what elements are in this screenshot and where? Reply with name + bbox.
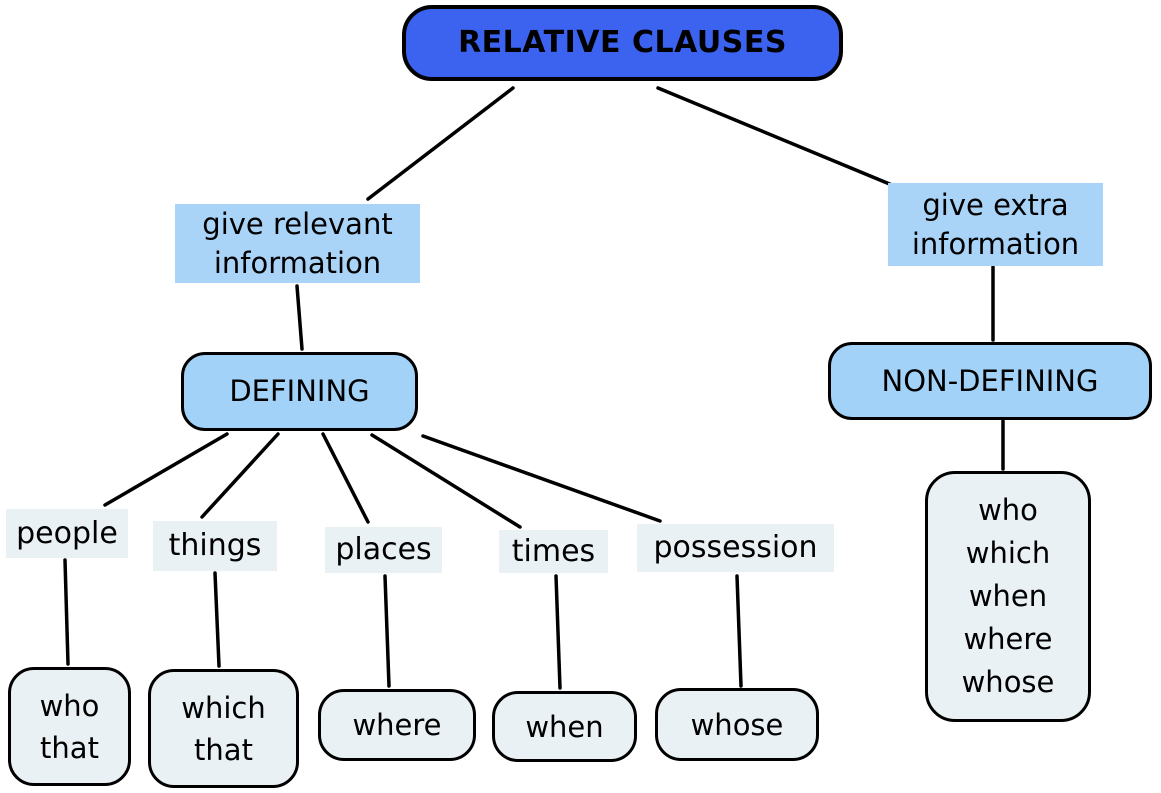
node-give-relevant-line2: information [213,245,382,280]
connector-root-give-relevant [366,86,515,201]
connector-defining-places [321,432,370,524]
connector-people-who-that [63,558,70,666]
node-give-extra-information: give extra information [888,183,1103,266]
node-whose: whose [655,688,819,761]
node-relative-clauses: RELATIVE CLAUSES [402,5,843,81]
node-where: where [318,689,476,761]
node-non-defining-pronouns: who which when where whose [925,471,1091,722]
connector-defining-people [103,432,229,507]
node-non-defining-label: NON-DEFINING [881,363,1099,398]
node-nd-pronoun-line3: when [968,579,1048,613]
node-places: places [325,527,442,573]
connector-root-give-extra [656,86,894,187]
node-give-relevant-information: give relevant information [175,204,420,283]
node-which-that-line1: which [181,690,266,725]
node-nd-pronoun-line5: whose [961,665,1055,699]
node-who-that-line1: who [39,688,100,723]
node-who-that-line2: that [40,730,99,765]
node-which-that: which that [148,669,299,788]
connector-defining-things [200,432,280,519]
connector-things-which-that [213,571,221,668]
connector-places-where [383,574,391,688]
node-possession: possession [637,524,834,572]
node-nd-pronoun-line2: which [965,536,1051,570]
connector-give-relevant-defining [295,284,304,351]
node-things-label: things [168,528,262,564]
node-which-that-line2: that [194,732,253,767]
connector-defining-possession [421,434,662,523]
node-when: when [492,691,637,762]
node-possession-label: possession [653,530,818,566]
connector-times-when [554,574,562,690]
node-defining: DEFINING [181,352,418,431]
node-nd-pronoun-line1: who [978,493,1038,527]
node-relative-clauses-label: RELATIVE CLAUSES [458,25,787,61]
connector-possession-whose [735,574,743,688]
node-nd-pronoun-line4: where [963,622,1053,656]
node-things: things [153,521,277,571]
node-when-label: when [525,709,604,744]
node-who-that: who that [8,667,131,786]
node-places-label: places [335,532,432,568]
node-give-relevant-line1: give relevant [202,206,393,241]
node-non-defining: NON-DEFINING [828,342,1152,420]
connector-defining-times [370,433,522,529]
node-people-label: people [16,515,118,551]
node-times-label: times [511,533,596,569]
node-where-label: where [352,708,442,742]
node-times: times [499,530,608,573]
node-people: people [6,509,128,558]
node-defining-label: DEFINING [229,374,370,409]
node-give-extra-line1: give extra [922,187,1069,222]
node-whose-label: whose [690,707,784,742]
node-give-extra-line2: information [911,226,1080,261]
